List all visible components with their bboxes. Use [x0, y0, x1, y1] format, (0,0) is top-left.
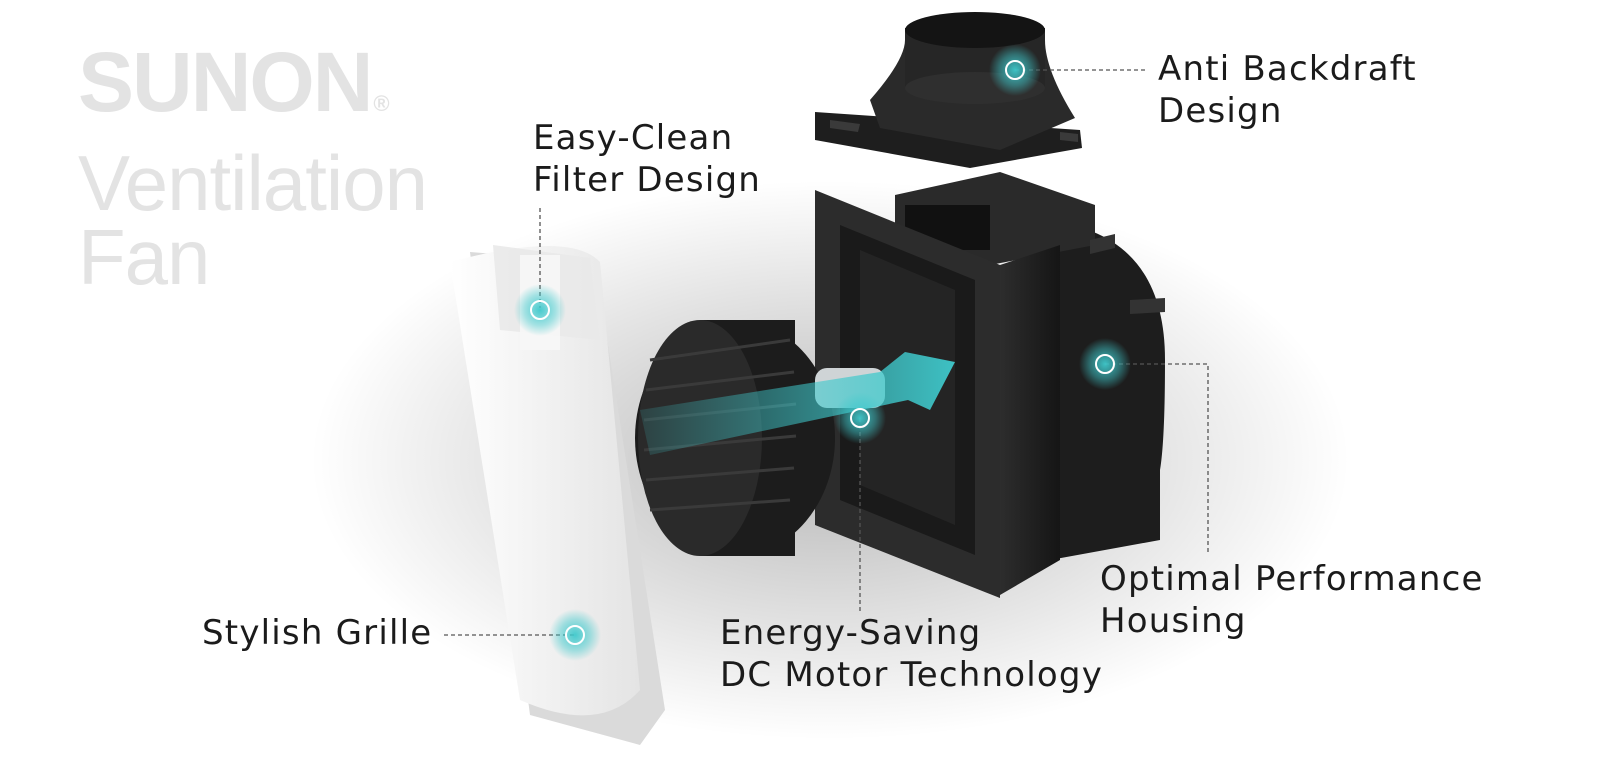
- hotspot-anti-backdraft[interactable]: [989, 44, 1041, 96]
- brand-logo-text: SUNON: [78, 35, 373, 129]
- callout-energy-saving: Energy-Saving DC Motor Technology: [720, 612, 1103, 696]
- callout-energy-saving-line2: DC Motor Technology: [720, 655, 1104, 695]
- hotspot-easy-clean[interactable]: [514, 284, 566, 336]
- callout-energy-saving-line1: Energy-Saving: [720, 613, 982, 653]
- callout-anti-backdraft-line2: Design: [1158, 91, 1283, 131]
- callout-easy-clean-line2: Filter Design: [533, 160, 762, 200]
- callout-easy-clean: Easy-Clean Filter Design: [533, 117, 761, 201]
- blower-wheel: [635, 320, 885, 556]
- callout-optimal-housing-line1: Optimal Performance: [1100, 559, 1484, 599]
- callout-optimal-housing: Optimal Performance Housing: [1100, 558, 1484, 642]
- product-line-2: Fan: [78, 213, 210, 301]
- brand-block: SUNON® Ventilation Fan: [78, 40, 428, 301]
- registered-mark: ®: [373, 91, 389, 116]
- hotspot-energy-saving[interactable]: [834, 392, 886, 444]
- hotspot-stylish-grille[interactable]: [549, 609, 601, 661]
- airflow-arrow: [640, 352, 955, 455]
- hotspot-optimal-housing[interactable]: [1079, 338, 1131, 390]
- callout-stylish-grille-line1: Stylish Grille: [202, 613, 433, 653]
- anti-backdraft-duct: [815, 12, 1082, 168]
- callout-optimal-housing-line2: Housing: [1100, 601, 1247, 641]
- product-line-1: Ventilation: [78, 139, 428, 227]
- brand-logo: SUNON®: [78, 40, 427, 146]
- callout-stylish-grille: Stylish Grille: [202, 612, 432, 654]
- callout-anti-backdraft-line1: Anti Backdraft: [1158, 49, 1417, 89]
- callout-anti-backdraft: Anti Backdraft Design: [1158, 48, 1417, 132]
- callout-easy-clean-line1: Easy-Clean: [533, 118, 734, 158]
